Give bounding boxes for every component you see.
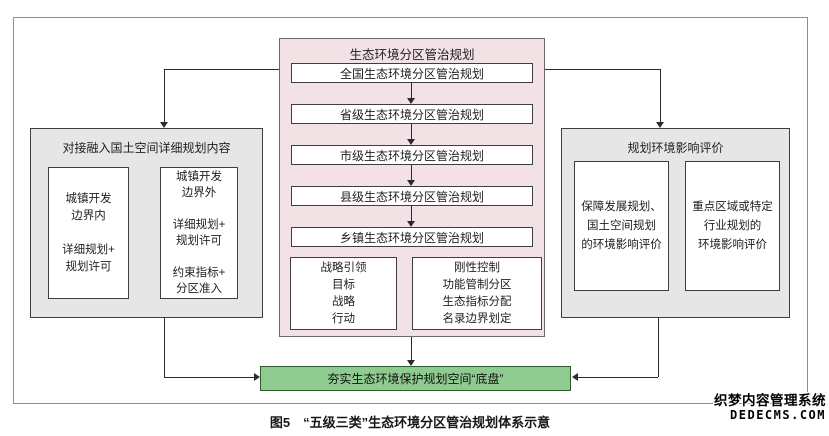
arrow-county-to-township <box>407 206 415 227</box>
development-plan-eia-box: 保障发展规划、 国土空间规划 的环境影响评价 <box>574 161 669 291</box>
figure-outer-frame <box>13 17 808 404</box>
arrow-into-left-panel <box>160 69 168 128</box>
rigid-control-box: 刚性控制 功能管制分区 生态指标分配 名录边界划定 <box>412 257 542 330</box>
level-box-province: 省级生态环境分区管治规划 <box>291 104 533 124</box>
center-panel-eco-zoning: 生态环境分区管治规划 全国生态环境分区管治规划 省级生态环境分区管治规划 市级生… <box>279 38 545 337</box>
key-region-eia-box: 重点区域或特定 行业规划的 环境影响评价 <box>685 161 780 291</box>
outside-boundary-box: 城镇开发 边界外 详细规划+ 规划许可 约束指标+ 分区准入 <box>160 167 238 299</box>
arrow-right-into-green-bar <box>572 373 658 381</box>
connector-bottom-right-vline <box>658 318 659 377</box>
right-panel-env-impact: 规划环境影响评价 保障发展规划、 国土空间规划 的环境影响评价 重点区域或特定 … <box>561 128 790 318</box>
figure-caption: 图5 “五级三类”生态环境分区管治规划体系示意 <box>269 415 551 430</box>
connector-bottom-left-vline <box>164 318 165 377</box>
left-panel-spatial-planning: 对接融入国土空间详细规划内容 城镇开发 边界内 详细规划+ 规划许可 城镇开发 … <box>30 128 263 318</box>
level-box-county: 县级生态环境分区管治规划 <box>291 186 533 206</box>
strategy-guidance-box: 战略引领 目标 战略 行动 <box>290 257 397 330</box>
right-panel-title: 规划环境影响评价 <box>627 141 724 155</box>
arrow-city-to-county <box>407 165 415 186</box>
arrow-national-to-province <box>407 83 415 104</box>
bottom-bar-planning-base: 夯实生态环境保护规划空间“底盘” <box>260 366 571 391</box>
level-box-national: 全国生态环境分区管治规划 <box>291 63 533 83</box>
level-box-township: 乡镇生态环境分区管治规划 <box>291 227 533 247</box>
arrow-into-right-panel <box>656 69 664 128</box>
watermark-cn-text: 织梦内容管理系统 <box>714 393 826 408</box>
arrow-left-into-green-bar <box>164 373 260 381</box>
arrow-center-into-green-bar <box>407 337 415 366</box>
watermark-dedecms-text: DEDECMS.COM <box>730 408 826 422</box>
connector-top-left-hline <box>164 69 279 70</box>
connector-top-right-hline <box>545 69 660 70</box>
center-panel-title: 生态环境分区管治规划 <box>349 48 475 62</box>
arrow-province-to-city <box>407 124 415 145</box>
level-box-city: 市级生态环境分区管治规划 <box>291 145 533 165</box>
watermark: 织梦内容管理系统 DEDECMS.COM <box>714 393 826 423</box>
inside-boundary-box: 城镇开发 边界内 详细规划+ 规划许可 <box>48 167 129 299</box>
left-panel-title: 对接融入国土空间详细规划内容 <box>62 141 231 155</box>
